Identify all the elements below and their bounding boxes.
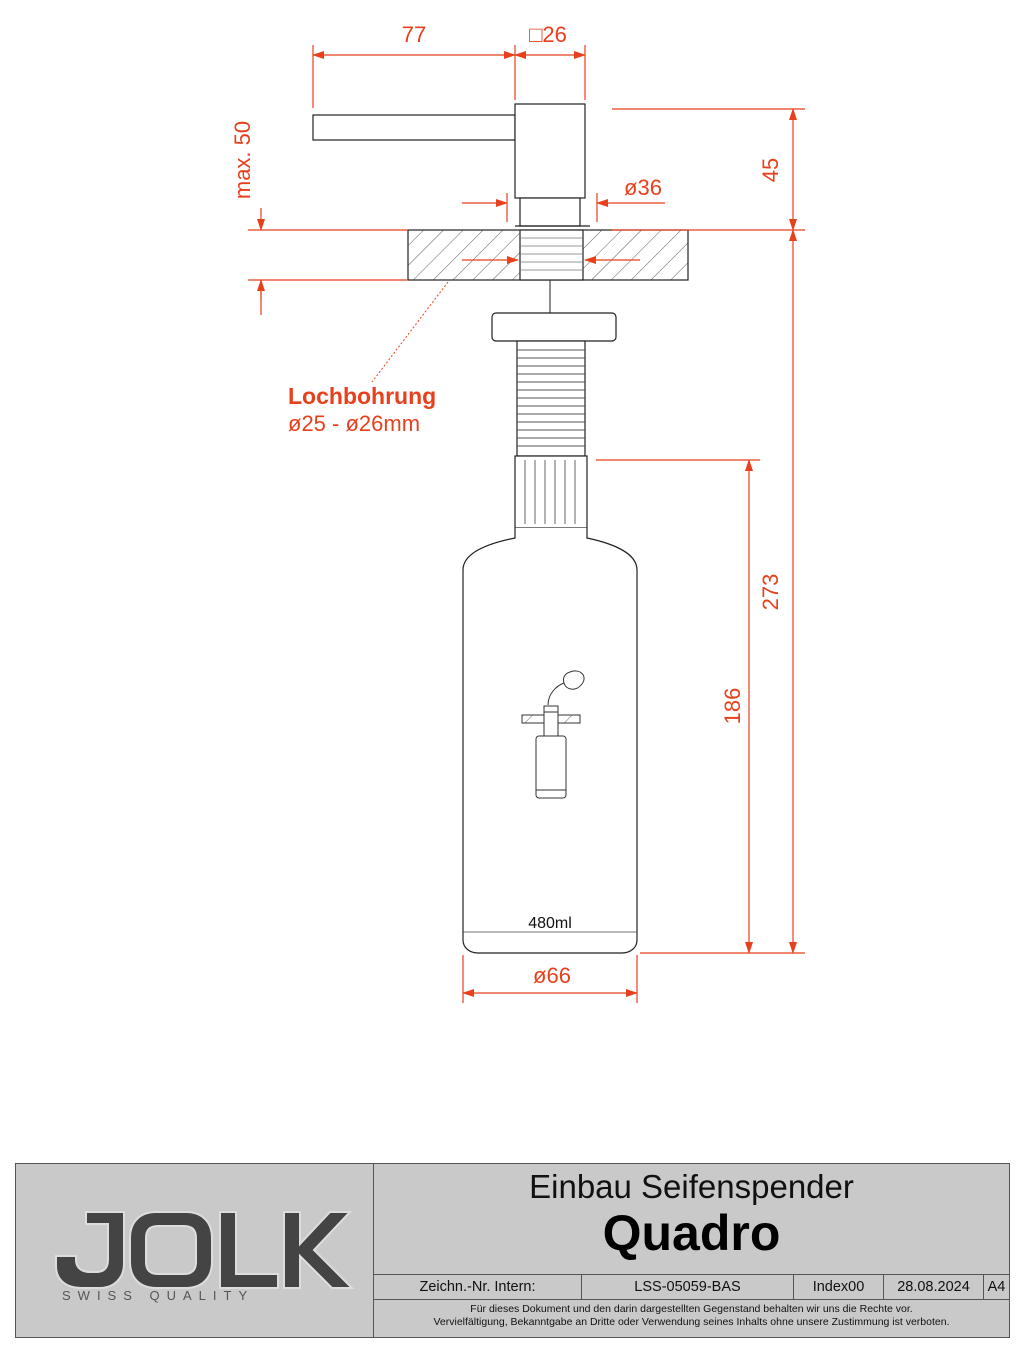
dim-collar-diameter: ø36 [624, 175, 662, 200]
index: Index00 [794, 1275, 884, 1299]
dimension-lines [248, 45, 805, 1003]
spout [312, 114, 516, 141]
bottle-cap [514, 455, 588, 529]
hole-note-text: ø25 - ø26mm [288, 411, 420, 436]
legal-notice: Für dieses Dokument und den darin darges… [374, 1300, 1009, 1337]
dispenser-outline [312, 103, 689, 954]
title-block: SWISS QUALITY Einbau Seifenspender Quadr… [15, 1163, 1010, 1338]
jolk-logo: SWISS QUALITY [55, 1211, 355, 1303]
bottle-volume: 480ml [528, 915, 572, 932]
logo-cell: SWISS QUALITY [16, 1164, 374, 1337]
technical-drawing: 480ml [230, 22, 805, 1003]
format: A4 [987, 1279, 1006, 1295]
title-line2: Quadro [602, 1205, 781, 1261]
dim-total-below: 273 [758, 574, 783, 611]
title-line1: Einbau Seifenspender [529, 1168, 854, 1205]
dim-head-height: 45 [758, 158, 783, 182]
dim-bottle-height: 186 [720, 688, 745, 725]
legal-line1: Für dieses Dokument und den darin darges… [470, 1303, 913, 1315]
logo-tagline: SWISS QUALITY [62, 1288, 254, 1303]
threaded-stem [516, 340, 586, 457]
install-icon [521, 670, 585, 799]
date: 28.08.2024 [884, 1275, 984, 1299]
drawing-number: LSS-05059-BAS [582, 1275, 794, 1299]
collar [519, 197, 581, 227]
dim-max-thickness: max. 50 [230, 121, 255, 199]
pump-head [514, 103, 586, 199]
dim-head-square: □26 [529, 22, 567, 47]
lock-nut [491, 312, 617, 342]
legal-line2: Vervielfältigung, Bekanntgabe an Dritte … [433, 1316, 950, 1328]
hole-note-title: Lochbohrung [288, 383, 436, 409]
info-row: Zeichn.-Nr. Intern: LSS-05059-BAS Index0… [374, 1274, 1009, 1300]
drawing-label: Zeichn.-Nr. Intern: [374, 1275, 582, 1299]
drill-hole [519, 229, 584, 281]
dim-spout-length: 77 [402, 22, 426, 47]
dim-bottle-diameter: ø66 [533, 963, 571, 988]
title-area: Einbau Seifenspender Quadro [374, 1164, 1009, 1274]
